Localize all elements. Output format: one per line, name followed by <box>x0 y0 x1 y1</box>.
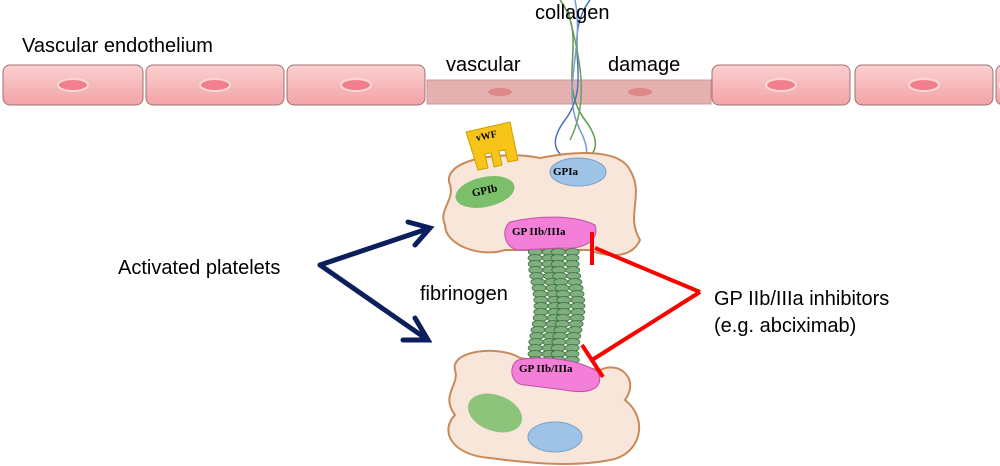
receptor-blue-bottom <box>527 421 583 453</box>
label-inhibitors: GP IIb/IIIa inhibitors <box>714 288 890 310</box>
inhibit-bottom <box>580 290 702 379</box>
cell-nucleus <box>57 78 89 92</box>
activation-arrows <box>317 219 435 343</box>
label-activated-platelets: Activated platelets <box>118 257 281 279</box>
cell-nucleus <box>340 78 372 92</box>
label-gpia: GPIa <box>553 166 579 178</box>
inhibitor-lines <box>580 232 702 379</box>
label-collagen: collagen <box>535 2 610 24</box>
label-fibrinogen: fibrinogen <box>420 283 508 305</box>
cell-nucleus <box>908 78 940 92</box>
fibrinogen-coils <box>527 248 586 364</box>
label-vascular-endothelium: Vascular endothelium <box>22 35 213 57</box>
cell-nucleus <box>765 78 797 92</box>
damaged-endothelium <box>426 79 712 105</box>
cell-nucleus <box>199 78 231 92</box>
label-gp-iib-iiia-top: GP IIb/IIIa <box>512 226 566 238</box>
label-gp-iib-iiia-bottom: GP IIb/IIIa <box>519 363 573 375</box>
label-damage: damage <box>608 54 681 76</box>
arrow-to-bottom-platelet <box>317 262 433 343</box>
endothelial-cell <box>995 65 1000 105</box>
endothelial-cells <box>2 64 1000 106</box>
label-inhibitor-example: (e.g. abciximab) <box>714 315 857 337</box>
receptor-green-bottom <box>467 393 523 433</box>
gpib-receptor <box>455 176 515 208</box>
arrow-to-top-platelet <box>317 219 435 268</box>
inhibit-top <box>590 232 701 294</box>
gpia-receptor <box>549 157 607 187</box>
label-vascular: vascular <box>446 54 521 76</box>
gp-iib-iiia-bottom-shape <box>511 357 601 393</box>
vwf-shape <box>465 121 519 171</box>
